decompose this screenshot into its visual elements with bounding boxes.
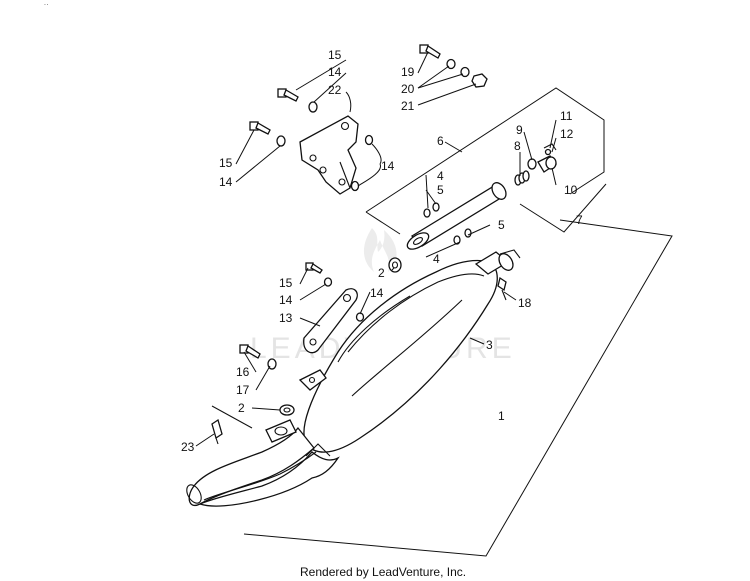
footer-credit: Rendered by LeadVenture, Inc. xyxy=(300,565,466,579)
washer-5-upper xyxy=(432,202,440,212)
callout-14: 14 xyxy=(219,175,233,189)
callout-labels: 15 14 22 15 14 14 19 20 21 6 4 5 5 4 8 9… xyxy=(181,48,583,454)
callout-21: 21 xyxy=(401,99,415,113)
washer-4-upper xyxy=(423,208,431,218)
stud-23 xyxy=(211,418,223,445)
assembly-1-outline xyxy=(243,219,673,557)
washer-5-lower xyxy=(453,235,461,245)
callout-1: 1 xyxy=(498,409,505,423)
callout-2: 2 xyxy=(238,401,245,415)
callout-5: 5 xyxy=(498,218,505,232)
leader-lines xyxy=(195,51,557,447)
clamp-10 xyxy=(537,155,557,173)
washer-14-right-a xyxy=(364,134,374,146)
callout-7: 7 xyxy=(576,213,583,227)
callout-17: 17 xyxy=(236,383,250,397)
spark-arrestor-tube xyxy=(406,182,507,250)
callout-4: 4 xyxy=(437,169,444,183)
callout-8: 8 xyxy=(514,139,521,153)
head-pipe xyxy=(186,419,340,507)
assembly-7-outline xyxy=(519,183,607,233)
bolt-15-upper xyxy=(277,88,299,102)
screw-11-12 xyxy=(543,143,557,156)
callout-14: 14 xyxy=(370,286,384,300)
muffler-body xyxy=(298,249,521,453)
washer-14-left xyxy=(276,135,286,147)
callout-14: 14 xyxy=(381,159,395,173)
washer-14-mid-a xyxy=(323,277,333,287)
gasket-2-upper xyxy=(388,257,402,273)
callout-10: 10 xyxy=(564,183,578,197)
washer-4-lower xyxy=(464,228,472,238)
callout-23: 23 xyxy=(181,440,195,454)
callout-16: 16 xyxy=(236,365,250,379)
callout-6: 6 xyxy=(437,134,444,148)
washer-9 xyxy=(527,158,537,170)
callout-2: 2 xyxy=(378,266,385,280)
bolt-18 xyxy=(497,276,507,301)
callout-15: 15 xyxy=(328,48,342,62)
assembly-6-outline xyxy=(365,87,605,213)
bolt-15-mid xyxy=(305,262,323,274)
callout-3: 3 xyxy=(486,338,493,352)
callout-22: 22 xyxy=(328,83,342,97)
bracket-13 xyxy=(303,288,358,354)
washer-20-b xyxy=(460,66,470,78)
bolt-16 xyxy=(239,344,261,359)
callout-20: 20 xyxy=(401,82,415,96)
callout-15: 15 xyxy=(219,156,233,170)
callout-12: 12 xyxy=(560,127,574,141)
callout-4: 4 xyxy=(433,252,440,266)
callout-11: 11 xyxy=(560,109,573,123)
callout-15: 15 xyxy=(279,276,293,290)
spring-8 xyxy=(514,170,530,186)
callout-9: 9 xyxy=(516,123,523,137)
washer-14-mid-b xyxy=(355,312,365,322)
mounting-bracket xyxy=(299,115,359,195)
gasket-2-lower xyxy=(279,404,295,416)
callout-13: 13 xyxy=(279,311,293,325)
bolt-19 xyxy=(419,44,441,59)
callout-18: 18 xyxy=(518,296,532,310)
callout-14: 14 xyxy=(328,65,342,79)
callout-14: 14 xyxy=(279,293,293,307)
washer-14-upper xyxy=(308,101,318,113)
callout-19: 19 xyxy=(401,65,415,79)
svg-text:˙˙: ˙˙ xyxy=(44,3,49,12)
callout-5: 5 xyxy=(437,183,444,197)
washer-14-right-b xyxy=(350,180,360,192)
